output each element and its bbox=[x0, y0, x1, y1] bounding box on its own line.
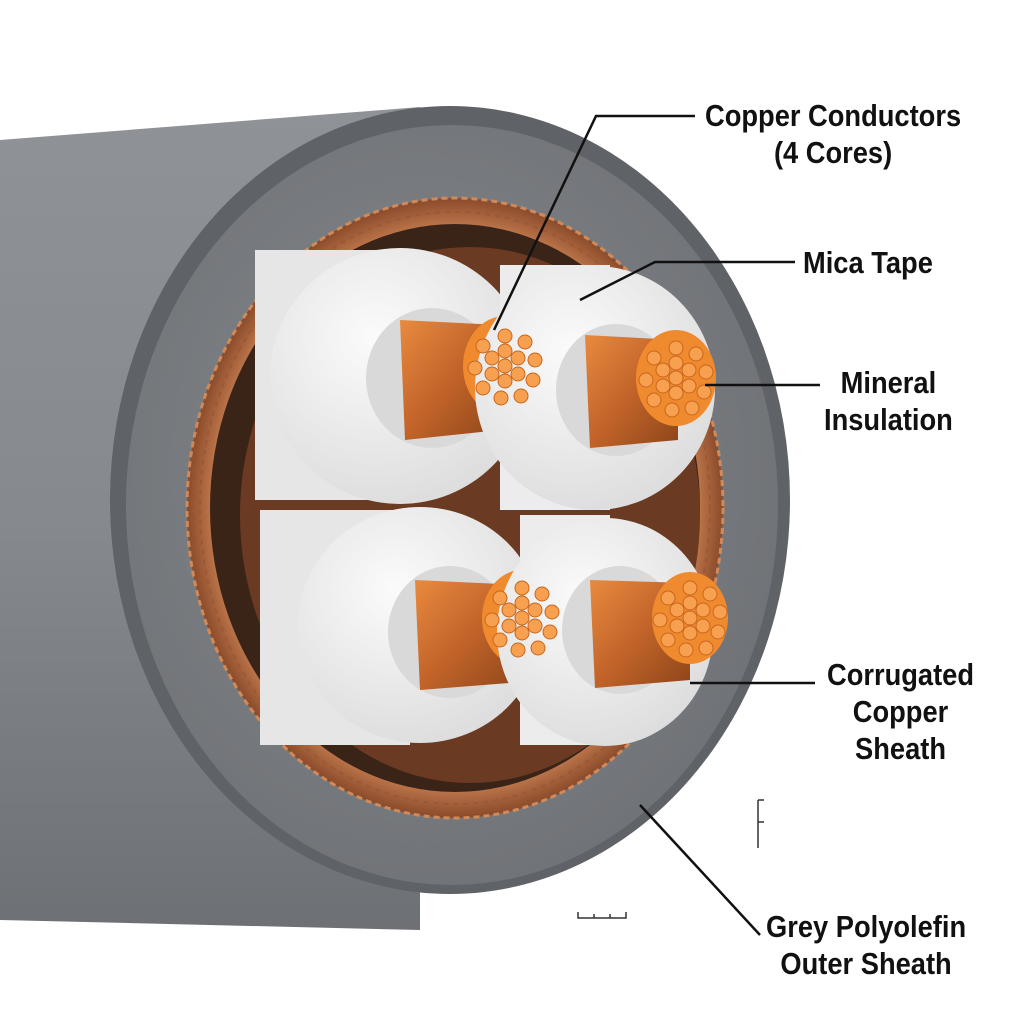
leader-mica bbox=[579, 260, 795, 302]
label-outer-line2: Outer Sheath bbox=[780, 946, 952, 981]
tick-mark-right bbox=[757, 799, 764, 848]
label-mineral-line2: Insulation bbox=[824, 402, 953, 437]
label-mica-tape-line1: Mica Tape bbox=[803, 245, 933, 280]
core-bottom-left bbox=[260, 507, 562, 745]
label-corrugated-line3: Sheath bbox=[855, 731, 946, 766]
core-top-left bbox=[255, 248, 547, 504]
label-copper-conductors-line1: Copper Conductors bbox=[705, 98, 962, 133]
label-copper-conductors-line2: (4 Cores) bbox=[773, 135, 893, 170]
conductor-strands bbox=[467, 328, 728, 658]
label-corrugated-line2: Copper bbox=[852, 694, 949, 729]
label-corrugated-copper-sheath: Corrugated Copper Sheath bbox=[827, 656, 974, 767]
label-grey-polyolefin-outer-sheath: Grey Polyolefin Outer Sheath bbox=[766, 908, 966, 982]
label-mineral-line1: Mineral bbox=[840, 365, 937, 400]
label-outer-line1: Grey Polyolefin bbox=[766, 909, 967, 944]
label-corrugated-line1: Corrugated bbox=[827, 657, 975, 692]
tick-mark-bottom bbox=[577, 912, 627, 919]
leader-conductors bbox=[492, 114, 695, 331]
leader-outer bbox=[639, 804, 761, 936]
label-mica-tape: Mica Tape bbox=[803, 244, 933, 281]
label-mineral-insulation: Mineral Insulation bbox=[824, 364, 953, 438]
label-copper-conductors: Copper Conductors (4 Cores) bbox=[705, 97, 961, 171]
